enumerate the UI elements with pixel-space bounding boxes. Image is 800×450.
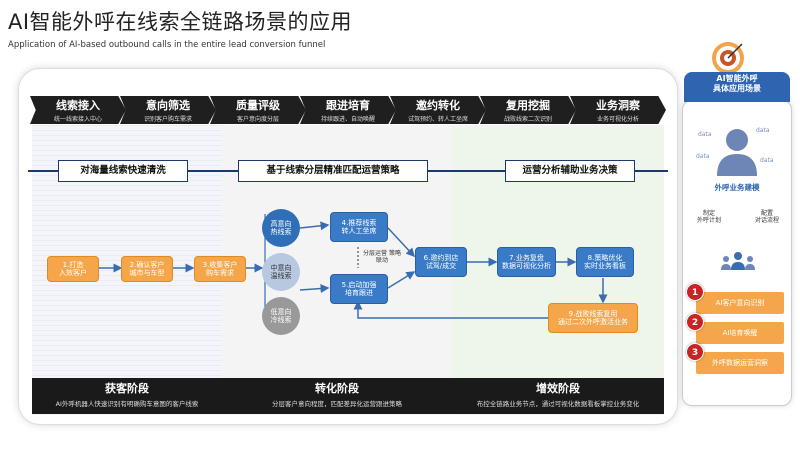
side-left-label: 制定 外呼计划 [696,210,721,225]
svg-text:data: data [756,127,770,134]
side-num-3: 3 [686,343,704,361]
node-5: 5.启动加强 培育跟进 [330,274,388,304]
side-num-2: 2 [686,313,704,331]
stage-2: 意向筛选识别客户购车需求 [120,96,216,124]
split-label: 分层运营 策略联动 [363,250,401,265]
strategy-3: 运营分析辅助业务决策 [505,160,635,182]
node-2: 2.确认客户 城市与车型 [121,256,173,282]
strategy-2: 基于线索分层精准匹配运营策略 [238,160,428,182]
side-num-1: 1 [686,283,704,301]
data-person-icon: data data data data [696,127,774,176]
strategy-1: 对海量线索快速清洗 [58,160,188,182]
svg-text:data: data [760,157,774,164]
stage-1: 线索接入统一线索接入中心 [30,96,126,124]
node-3: 3.收集客户 购车需求 [194,256,246,282]
phase-conversion: 转化阶段分层客户意向程度，匹配差异化运营跟进策略 [222,378,452,414]
stage-5: 邀约转化试驾预约、转人工坐席 [390,96,486,124]
stage-4: 跟进培育持续跟进、自动唤醒 [300,96,396,124]
side-model-label: 外呼业务建模 [714,183,760,192]
node-8: 8.策略优化 实时业务看板 [576,247,634,277]
stage-6: 复用挖掘战败线索二次识别 [480,96,576,124]
side-item-3: 外呼数据运营洞察 [696,352,784,374]
node-7: 7.业务复盘 数据可视化分析 [497,247,556,277]
side-right-label: 配置 对话流程 [754,210,779,225]
node-1: 1.打造 入效客户 [47,256,99,282]
mid-intent-circle: 中意向 温线索 [262,253,300,291]
stage-3: 质量评级客户意向度分层 [210,96,306,124]
side-item-2: AI培育唤醒 [696,322,784,344]
group-icon [721,252,755,270]
page-title: AI智能外呼在线索全链路场景的应用 [8,10,353,34]
svg-text:data: data [696,153,710,160]
node-4: 4.推荐线索 转人工坐席 [330,212,388,242]
side-item-1: AI客户意向识别 [696,292,784,314]
node-9: 9.战败线索复用 通过二次外呼激活业务 [548,303,638,333]
node-6: 6.邀约到店 试驾/成交 [415,247,467,277]
high-intent-circle: 高意向 热线索 [262,209,300,247]
stage-7: 业务洞察业务可视化分析 [570,96,666,124]
svg-text:data: data [698,131,712,138]
side-panel-title: AI智能外呼 具体应用场景 [684,72,790,102]
target-icon [712,42,744,74]
low-intent-circle: 低意向 冷线索 [262,297,300,335]
page-subtitle: Application of AI-based outbound calls i… [8,40,326,50]
phase-efficiency: 增效阶段布控全链路业务节点，通过可视化数据看板掌控业务变化 [452,378,664,414]
